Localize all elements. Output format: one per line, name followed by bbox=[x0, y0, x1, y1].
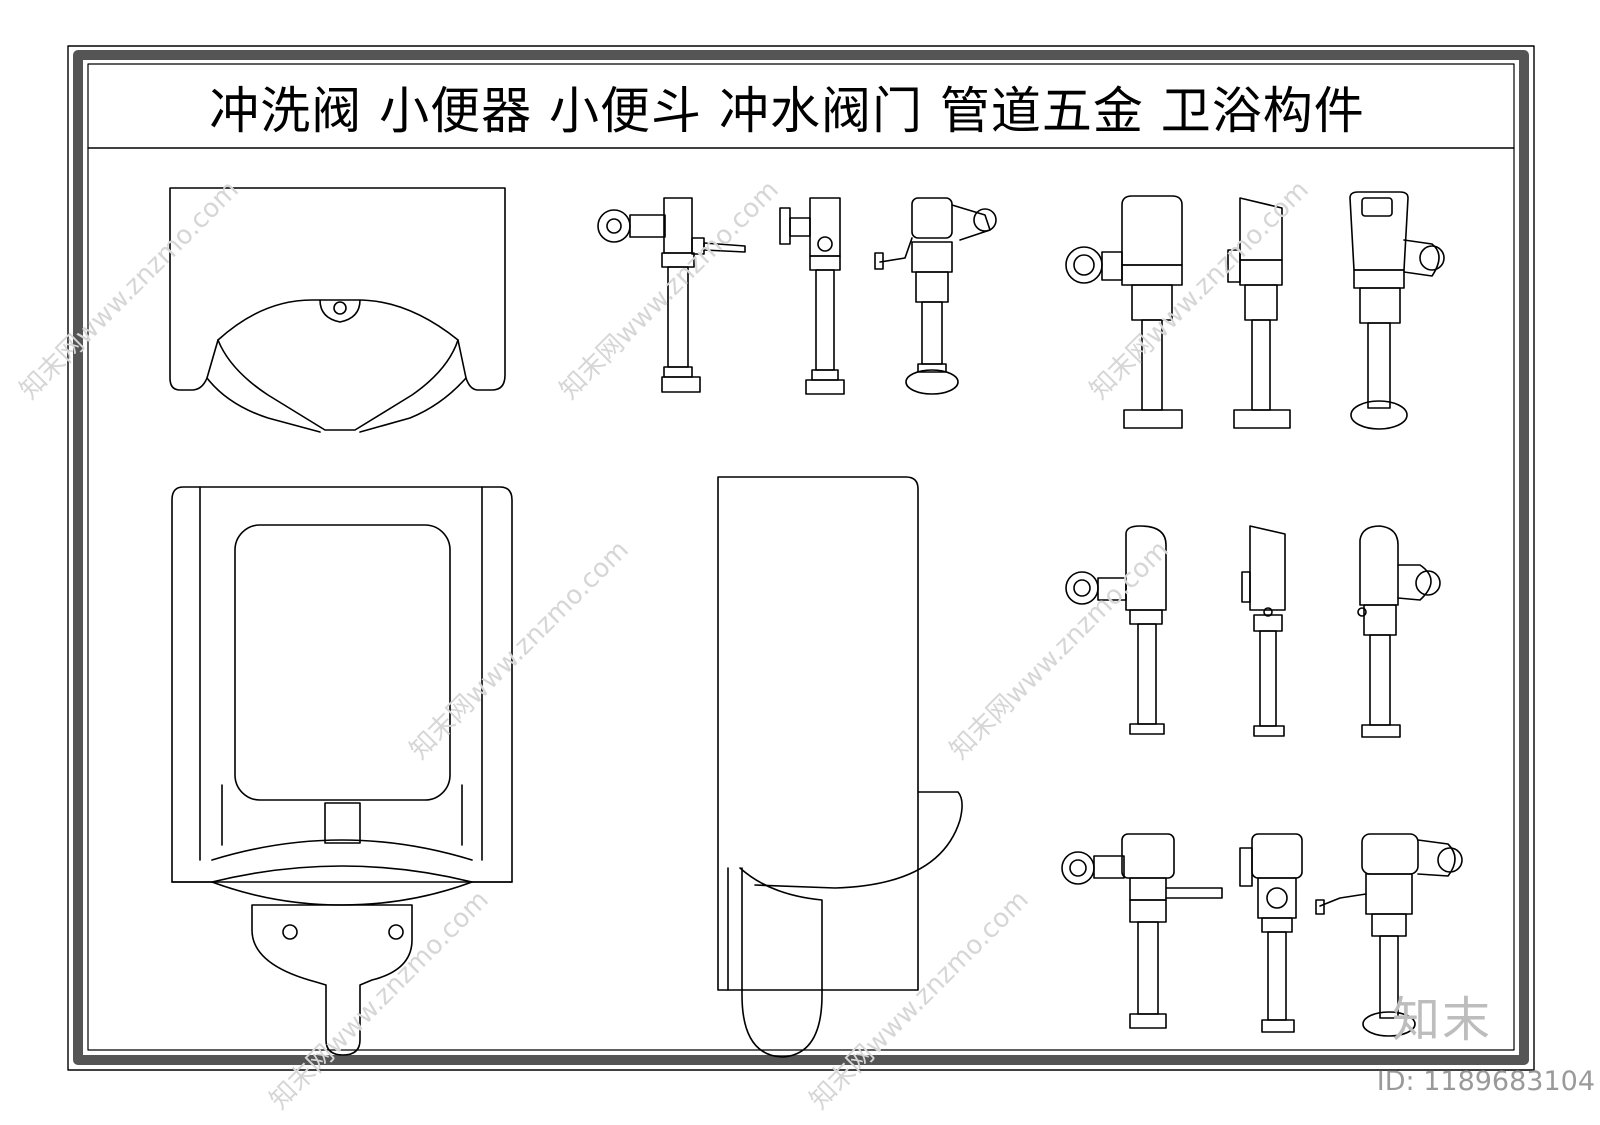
watermark-id: ID: 1189683104 bbox=[1376, 1066, 1595, 1097]
sensor-flush-valve-5 bbox=[1241, 525, 1286, 737]
page-title: 冲洗阀 小便器 小便斗 冲水阀门 管道五金 卫浴构件 bbox=[209, 82, 1365, 140]
urinal-front-view bbox=[171, 486, 513, 1056]
watermark-brand: 知末 bbox=[1392, 992, 1493, 1048]
sensor-flush-valve-6 bbox=[1357, 525, 1441, 738]
lever-flush-valve-3 bbox=[874, 197, 997, 395]
drawing-frame bbox=[67, 45, 1535, 1071]
manual-flush-valve-1 bbox=[1061, 833, 1223, 1029]
manual-flush-valve-3 bbox=[1315, 833, 1463, 1037]
sensor-flush-valve-1 bbox=[1065, 195, 1183, 429]
sensor-flush-valve-3 bbox=[1349, 191, 1445, 430]
sensor-flush-valve-4 bbox=[1065, 525, 1167, 735]
sensor-flush-valve-2 bbox=[1227, 197, 1291, 429]
lever-flush-valve-2 bbox=[779, 197, 845, 395]
urinal-side-view bbox=[717, 476, 963, 1058]
lever-flush-valve-1 bbox=[597, 197, 746, 393]
manual-flush-valve-2 bbox=[1239, 833, 1303, 1033]
urinal-plan-view bbox=[169, 187, 506, 433]
